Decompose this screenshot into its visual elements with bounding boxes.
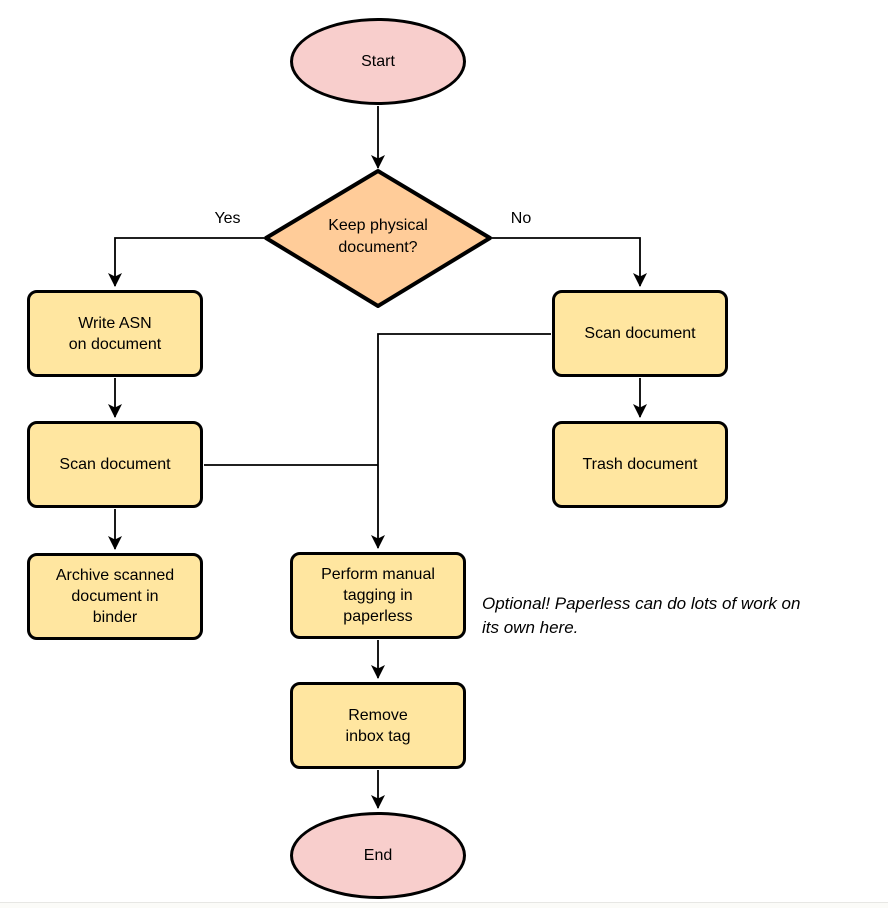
edge-label-no: No	[510, 210, 532, 227]
connector-decision-no	[492, 237, 647, 287]
node-end: End	[290, 812, 466, 899]
node-decision-label: Keep physical document?	[328, 217, 428, 256]
connector-decision-yes	[108, 237, 264, 287]
node-archive-scanned: Archive scanned document in binder	[27, 553, 203, 640]
node-start: Start	[290, 18, 466, 105]
node-write-asn: Write ASN on document	[27, 290, 203, 377]
bottom-divider	[0, 902, 888, 908]
annotation-optional-note: Optional! Paperless can do lots of work …	[482, 594, 801, 637]
node-trash-document: Trash document	[552, 421, 728, 508]
decision-diamond-shape	[264, 169, 492, 308]
edge-label-yes: Yes	[214, 210, 241, 227]
node-scan-document-right: Scan document	[552, 290, 728, 377]
node-scan-document-left: Scan document	[27, 421, 203, 508]
node-manual-tagging: Perform manual tagging in paperless	[290, 552, 466, 639]
node-remove-inbox-tag: Remove inbox tag	[290, 682, 466, 769]
connector-scanright-to-tagging	[371, 333, 551, 549]
